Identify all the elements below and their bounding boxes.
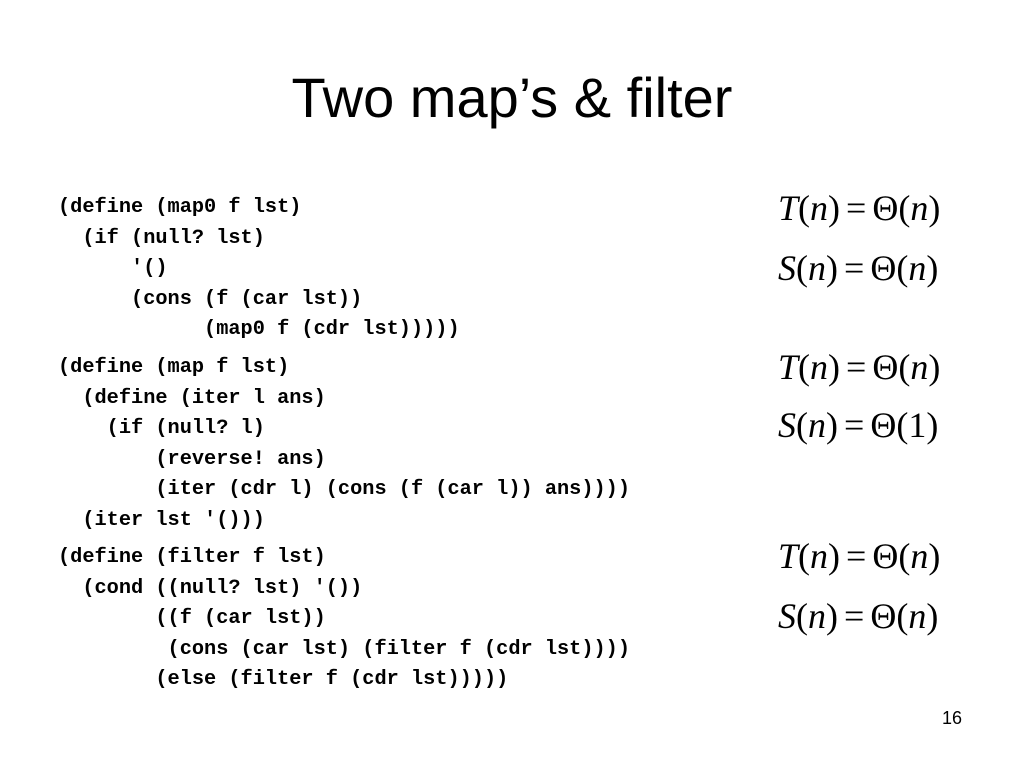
code-line: (define (map f lst) (58, 356, 290, 379)
eq-bound: Θ (870, 596, 897, 636)
eq-arg: n (910, 536, 929, 576)
code-line: (if (null? l) (58, 417, 265, 441)
eq-fn: T (778, 188, 799, 228)
code-line: '() (58, 257, 168, 281)
eq-var: n (808, 596, 826, 636)
eq-fn: T (778, 347, 799, 387)
eq-bound: Θ (872, 188, 899, 228)
eq-op: = (844, 596, 865, 636)
eq-op: = (844, 405, 865, 445)
time-complexity-map: T(n)=Θ(n) (778, 347, 941, 387)
eq-var: n (810, 536, 829, 576)
eq-op: = (846, 536, 867, 576)
code-line: (cons (f (car lst)) (58, 287, 363, 311)
code-line: (iter (cdr l) (cons (f (car l)) ans)))) (58, 478, 631, 502)
eq-arg: n (908, 248, 927, 288)
eq-bound: Θ (870, 248, 897, 288)
code-line: (define (map0 f lst) (58, 196, 302, 219)
code-block-filter: (define (filter f lst) (cond ((null? lst… (58, 543, 630, 696)
space-complexity-map0: S(n)=Θ(n) (778, 248, 939, 288)
eq-var: n (808, 248, 826, 288)
eq-fn: T (778, 536, 799, 576)
time-complexity-filter: T(n)=Θ(n) (778, 536, 941, 576)
code-line: (iter lst '())) (58, 508, 265, 532)
space-complexity-filter: S(n)=Θ(n) (778, 596, 939, 636)
code-line: (map0 f (cdr lst))))) (58, 318, 460, 342)
eq-fn: S (778, 248, 796, 288)
code-line: (reverse! ans) (58, 447, 326, 471)
eq-var: n (810, 347, 829, 387)
eq-var: n (808, 405, 826, 445)
time-complexity-map0: T(n)=Θ(n) (778, 188, 941, 228)
eq-fn: S (778, 596, 796, 636)
eq-bound: Θ (870, 405, 897, 445)
eq-bound: Θ (872, 536, 899, 576)
eq-op: = (846, 347, 867, 387)
eq-arg: n (910, 188, 929, 228)
code-line: (define (filter f lst) (58, 546, 326, 569)
slide-title: Two map’s & filter (291, 66, 733, 129)
code-line: (define (iter l ans) (58, 386, 326, 410)
slide-number: 16 (941, 708, 962, 728)
eq-op: = (846, 188, 867, 228)
eq-arg: n (910, 347, 929, 387)
code-block-map: (define (map f lst) (define (iter l ans)… (58, 353, 630, 537)
eq-arg: n (908, 596, 927, 636)
eq-var: n (810, 188, 829, 228)
eq-arg: 1 (908, 405, 927, 445)
code-block-map0: (define (map0 f lst) (if (null? lst) '()… (58, 193, 460, 346)
code-line: (cond ((null? lst) '()) (58, 576, 363, 600)
eq-op: = (844, 248, 865, 288)
space-complexity-map: S(n)=Θ(1) (778, 405, 939, 445)
code-line: (else (filter f (cdr lst))))) (58, 668, 509, 692)
eq-bound: Θ (872, 347, 899, 387)
eq-fn: S (778, 405, 796, 445)
code-line: ((f (car lst)) (58, 607, 326, 631)
code-line: (if (null? lst) (58, 226, 265, 250)
code-line: (cons (car lst) (filter f (cdr lst)))) (58, 637, 631, 661)
